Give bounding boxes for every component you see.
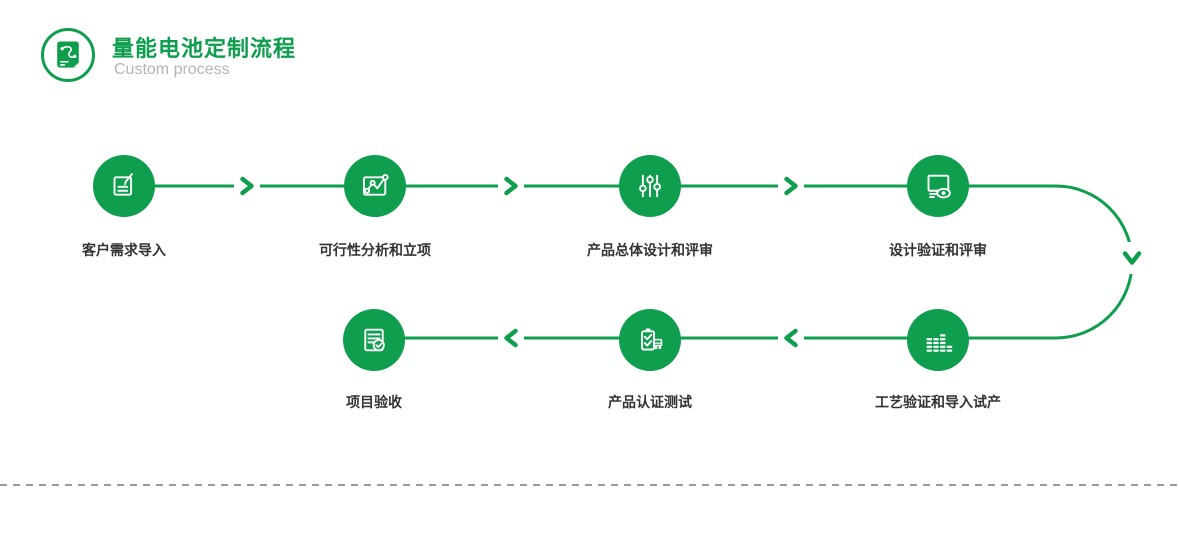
- certification-truck-icon: [641, 328, 663, 351]
- step-circle-overall-design: [619, 155, 681, 217]
- step-label: 项目验收: [346, 394, 402, 410]
- step-circle-project-acceptance: [343, 309, 405, 371]
- step-label: 产品认证测试: [608, 394, 692, 410]
- step-circle-design-verification: [907, 155, 969, 217]
- equalizer-bars-icon: [926, 334, 953, 352]
- chevron-right-icon: [784, 176, 798, 196]
- chevron-right-icon: [240, 176, 254, 196]
- chevron-left-icon: [784, 328, 798, 348]
- page-title: 量能电池定制流程: [112, 36, 297, 61]
- chevron-right-icon: [504, 176, 518, 196]
- chevron-left-icon: [504, 328, 518, 348]
- step-label: 工艺验证和导入试产: [875, 394, 1001, 410]
- step-label: 产品总体设计和评审: [587, 242, 713, 258]
- chevron-down-icon: [1122, 251, 1142, 265]
- monitor-eye-icon: [927, 174, 951, 199]
- step-label: 可行性分析和立项: [319, 242, 431, 258]
- document-check-icon: [364, 328, 385, 352]
- line-chart-icon: [362, 173, 389, 196]
- step-label: 设计验证和评审: [889, 242, 987, 258]
- step-circle-feasibility: [344, 155, 406, 217]
- process-document-icon: [57, 41, 79, 68]
- step-label: 客户需求导入: [82, 242, 166, 258]
- page-subtitle: Custom process: [114, 61, 230, 78]
- step-circle-certification-test: [619, 309, 681, 371]
- edit-document-icon: [113, 173, 133, 196]
- sliders-icon: [639, 174, 661, 198]
- step-circle-process-verification: [907, 309, 969, 371]
- header-logo: [41, 28, 95, 82]
- step-circle-customer-requirement: [93, 155, 155, 217]
